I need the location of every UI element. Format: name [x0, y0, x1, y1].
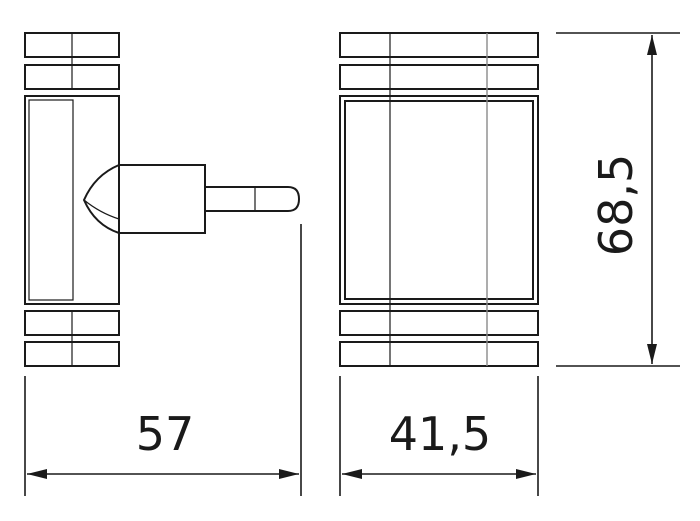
- front-bottom-band-1: [339, 310, 539, 336]
- side-inner-panel: [28, 99, 74, 301]
- plug-pin: [205, 186, 301, 212]
- front-body: [339, 95, 539, 305]
- front-bottom-band-2: [339, 341, 539, 367]
- dimension-label-68-5: 68,5: [589, 154, 643, 256]
- front-top-band-1: [339, 32, 539, 58]
- dimension-width-front: 41,5: [339, 376, 539, 496]
- plug-shroud-edge: [83, 199, 120, 220]
- front-inner-panel: [344, 100, 534, 300]
- dimension-width-side: 57: [24, 224, 302, 496]
- plug-shroud: [82, 164, 206, 234]
- side-body: [24, 95, 120, 305]
- dimension-height: 68,5: [556, 32, 680, 367]
- dimension-label-57: 57: [136, 407, 195, 461]
- front-view: [339, 32, 539, 367]
- front-top-band-2: [339, 64, 539, 90]
- side-view: [24, 32, 301, 367]
- dimension-label-41-5: 41,5: [389, 407, 491, 461]
